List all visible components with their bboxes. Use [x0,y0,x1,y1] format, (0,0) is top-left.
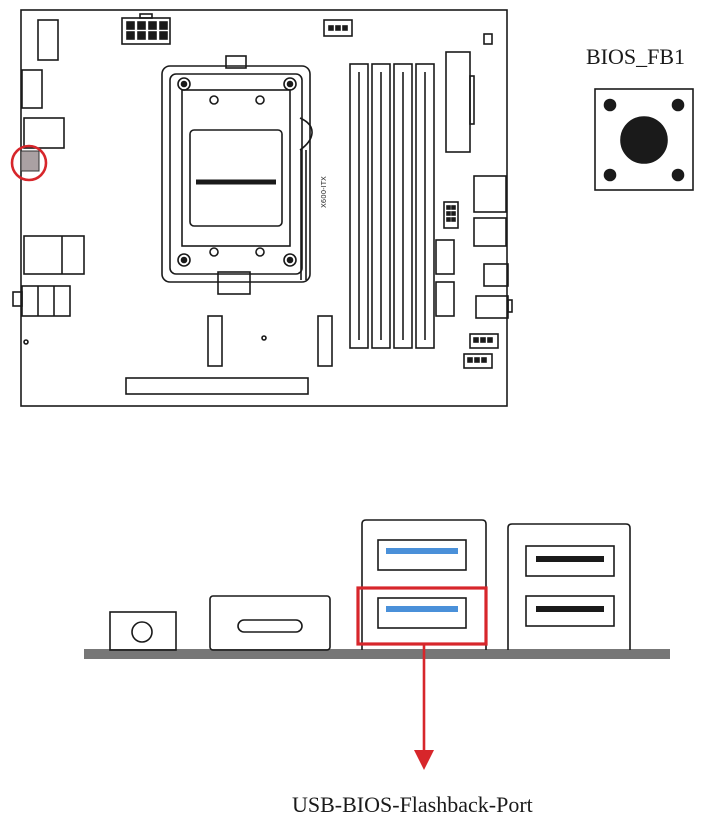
fan-header-top [323,19,353,37]
highlight-circle-icon [10,144,48,182]
usb2-stack [507,523,631,650]
cpu-power-connector [121,13,171,45]
board-components-right [435,51,513,369]
flashback-port-highlight [356,586,488,646]
board-model-label: X600-ITX [320,176,328,208]
audio-jack [109,611,177,651]
io-shield-bar [84,649,670,659]
rear-io-connectors [12,19,85,317]
memory-slots [349,63,435,349]
bios-button-location [20,150,40,172]
usb-c-port [209,595,331,651]
usb-port-label: USB-BIOS-Flashback-Port [292,792,533,817]
expansion-slots [23,315,333,395]
motherboard [10,9,513,407]
cpu-socket [161,55,313,295]
rear-io-panel [84,519,670,659]
usb3-stack [361,519,487,650]
push-button-icon [594,88,694,191]
bios-button-label: BIOS_FB1 [586,44,686,69]
arrow-down-icon [414,644,434,770]
